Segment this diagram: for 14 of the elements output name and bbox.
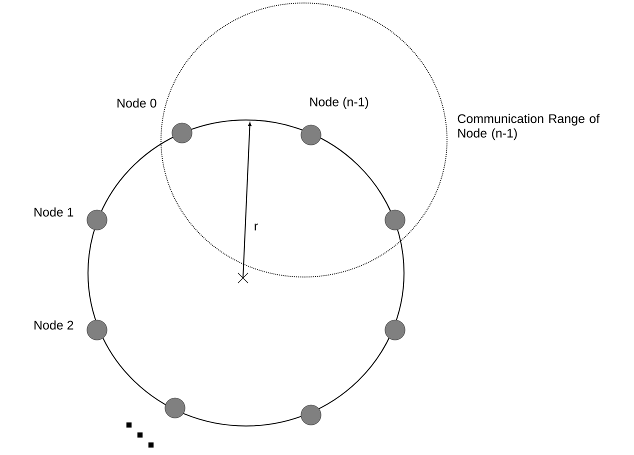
sensor-node (172, 122, 192, 144)
sensor-node (86, 320, 108, 340)
node-label: Node 2 (34, 320, 74, 330)
node-label: Node 0 (118, 98, 156, 108)
range-label: Communication Range of Node (n-1) (458, 114, 600, 140)
sensor-node (300, 124, 322, 146)
sensor-node (384, 320, 406, 340)
sensor-node (86, 210, 108, 230)
sensor-node (164, 398, 186, 418)
node-label: Node 1 (34, 207, 74, 217)
sensor-node (300, 404, 322, 426)
radius-label: r (254, 224, 258, 230)
node-label: Node (n-1) (310, 97, 368, 109)
sensor-node (384, 210, 406, 230)
